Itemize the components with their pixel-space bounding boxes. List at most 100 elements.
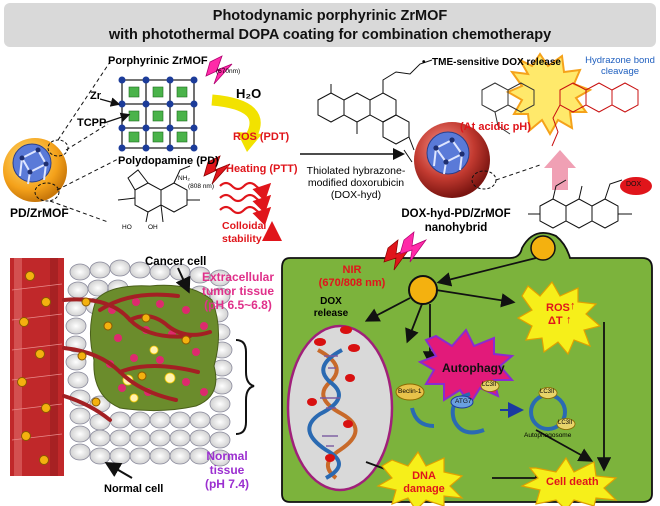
dox-hyd-molecule bbox=[317, 59, 433, 163]
lc3ii-label-3: LC3II bbox=[558, 420, 573, 426]
extracellular-label: Extracellular tumor tissue (pH 6.5~6.8) bbox=[190, 270, 286, 312]
dox-hyd-caption: Thiolated hybrazone- modified doxorubici… bbox=[306, 165, 406, 201]
heat-waves bbox=[219, 181, 272, 226]
entering-nanoparticle bbox=[530, 235, 556, 261]
nanohybrid-line2: nanohybrid bbox=[424, 222, 488, 234]
wavelength-670-label: (670nm) bbox=[216, 68, 241, 75]
mof-lattice bbox=[99, 76, 198, 152]
ros-pdt-label: ROS (PDT) bbox=[233, 131, 290, 143]
tcpp-label: TCPP bbox=[77, 117, 107, 129]
hydrazone-line1: Hydrazone bond bbox=[585, 55, 655, 66]
dox-release-label: DOX release bbox=[306, 296, 356, 320]
dox-hyd-caption-line2: modified doxorubicin bbox=[307, 177, 405, 189]
lc3ii-label-1: LC3II bbox=[482, 382, 497, 388]
extracellular-line1: Extracellular bbox=[201, 270, 275, 284]
porphyrinic-zrmof-label: Porphyrinic ZrMOF bbox=[108, 55, 208, 67]
nanohybrid-line1: DOX-hyd-PD/ZrMOF bbox=[401, 208, 511, 220]
nir-line1: NIR bbox=[342, 264, 362, 276]
lc3ii-tag-1 bbox=[480, 380, 500, 392]
dox-hyd-caption-line1: Thiolated hybrazone- bbox=[306, 165, 406, 177]
extracellular-line3: (pH 6.5~6.8) bbox=[204, 298, 272, 312]
wavelength-808-label: (808 nm) bbox=[188, 183, 215, 190]
pd-zrmof-particle bbox=[3, 138, 69, 202]
hydrazone-line2: cleavage bbox=[600, 66, 640, 77]
dox-hyd-pd-zrmof-nanohybrid bbox=[414, 122, 541, 198]
lightning-icon-670 bbox=[205, 55, 233, 85]
nir-line2: (670/808 nm) bbox=[318, 277, 386, 289]
autophagy-label: Autophagy bbox=[442, 361, 505, 375]
dox-badge-label: DOX bbox=[626, 181, 642, 188]
autophagosome-label: Autophagosome bbox=[524, 432, 572, 439]
ros-label: ROS bbox=[546, 302, 570, 314]
tissue-illustration bbox=[10, 258, 255, 479]
ros-up-arrow: ↑ bbox=[570, 300, 576, 312]
ros-burst bbox=[516, 280, 602, 356]
hydrazone-label: Hydrazone bond cleavage bbox=[584, 55, 656, 77]
normal-tissue-line1: Normal bbox=[206, 449, 248, 463]
delta-t-up-arrow: ↑ bbox=[566, 314, 572, 326]
brace bbox=[235, 339, 255, 435]
zr-label: Zr bbox=[90, 90, 101, 102]
colloidal-label: Colloidal bbox=[222, 220, 267, 232]
atg7-label: ATG7 bbox=[455, 398, 472, 405]
lc3ii-label-2: LC3II bbox=[540, 389, 555, 395]
dna-damage-line1: DNA bbox=[412, 470, 436, 482]
normal-cell-label: Normal cell bbox=[104, 483, 164, 495]
normal-tissue-line3: (pH 7.4) bbox=[204, 477, 249, 491]
heating-ptt-label: Heating (PTT) bbox=[226, 163, 298, 175]
title-line-2: with photothermal DOPA coating for combi… bbox=[108, 27, 552, 43]
stability-label: stability bbox=[222, 233, 262, 245]
atg7-blob bbox=[450, 395, 474, 409]
ho-label-left: HO bbox=[122, 224, 132, 231]
extracellular-line2: tumor tissue bbox=[201, 284, 274, 298]
release-up-arrow bbox=[544, 150, 576, 190]
zoom-lines bbox=[49, 61, 121, 223]
nir-label: NIR (670/808 nm) bbox=[312, 264, 392, 290]
nucleus bbox=[286, 324, 394, 492]
nanohybrid-label: DOX-hyd-PD/ZrMOF nanohybrid bbox=[396, 207, 516, 235]
released-dox-molecule bbox=[551, 82, 639, 147]
normal-cell-arrow bbox=[104, 461, 133, 479]
oh-label-left: OH bbox=[148, 224, 158, 231]
delta-t-label: ΔT bbox=[548, 315, 563, 327]
yellow-curve-arrow bbox=[211, 94, 262, 152]
pd-zrmof-label: PD/ZrMOF bbox=[10, 206, 69, 220]
dox-release-line1: DOX bbox=[320, 296, 342, 307]
dox-hyd-caption-line3: (DOX-hyd) bbox=[330, 189, 382, 201]
internal-nanoparticle bbox=[408, 275, 438, 305]
pd-dox-structure bbox=[528, 179, 632, 229]
title-banner: Photodynamic porphyrinic ZrMOF with phot… bbox=[4, 3, 656, 47]
cell-diagram bbox=[281, 232, 653, 506]
dox-badge bbox=[620, 177, 652, 195]
h2o-label: H₂O bbox=[236, 86, 262, 101]
cell-death-burst bbox=[520, 456, 618, 506]
dna-damage-burst bbox=[376, 450, 464, 506]
lc3ii-tag-2 bbox=[538, 387, 558, 399]
tme-bullet: • bbox=[422, 57, 426, 68]
normal-cells bbox=[65, 259, 233, 467]
tme-release-label: TME-sensitive DOX release bbox=[432, 57, 561, 68]
dna-damage-label: DNA damage bbox=[396, 470, 452, 496]
polydopamine-structure bbox=[117, 165, 200, 223]
nanoparticles-in-vessel bbox=[17, 271, 191, 465]
polydopamine-label: Polydopamine (PD) bbox=[118, 155, 219, 167]
lightning-icon-808 bbox=[203, 155, 231, 185]
dox-release-line2: release bbox=[313, 308, 349, 319]
cancer-cell-label: Cancer cell bbox=[145, 256, 207, 268]
title-line-1: Photodynamic porphyrinic ZrMOF bbox=[212, 8, 448, 24]
acidic-ph-label: (At acidic pH) bbox=[460, 121, 531, 133]
dox-drops bbox=[307, 326, 360, 462]
beclin-label: Beclin-1 bbox=[398, 388, 422, 395]
phagophore-1 bbox=[410, 407, 435, 428]
dna-damage-line2: damage bbox=[403, 483, 445, 495]
cell-death-label: Cell death bbox=[546, 476, 599, 488]
normal-tissue-line2: tissue bbox=[209, 463, 245, 477]
normal-tissue-label: Normal tissue (pH 7.4) bbox=[192, 449, 262, 491]
nh2-label-left: NH₂ bbox=[178, 175, 190, 182]
cancer-cell-arrow bbox=[175, 267, 191, 294]
nir-lightning-icons bbox=[383, 231, 428, 271]
lc3ii-tag-3 bbox=[556, 418, 576, 430]
dox-fragment-left bbox=[481, 82, 535, 135]
beclin-blob bbox=[395, 383, 425, 401]
